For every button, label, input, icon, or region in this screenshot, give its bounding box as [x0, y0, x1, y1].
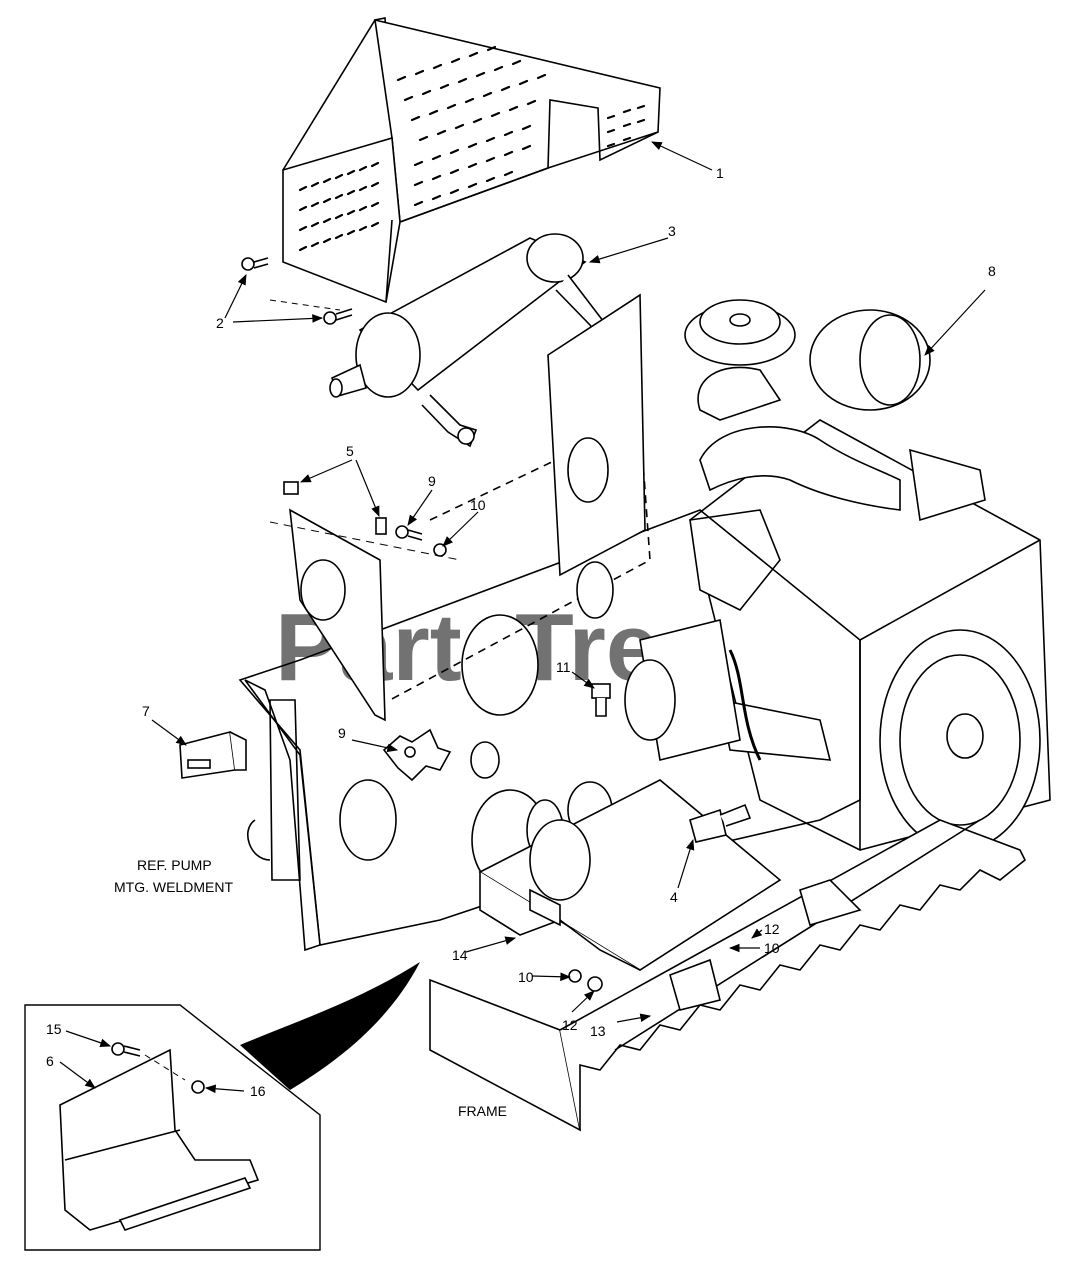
callout-10-upper: 10	[470, 497, 486, 513]
callout-7: 7	[142, 703, 150, 719]
callout-1: 1	[716, 165, 724, 181]
callout-numbers: 1 2 3 4 5 6 7 8 9 9 10 10 10 11 12 12 13…	[46, 165, 996, 1099]
callout-11: 11	[556, 659, 571, 675]
bolt-part-9[interactable]	[395, 525, 423, 541]
callout-16: 16	[250, 1083, 266, 1099]
frame-label: FRAME	[458, 1103, 507, 1119]
screw-part-2b[interactable]	[323, 308, 353, 325]
nut-part-10-lower[interactable]	[568, 969, 582, 983]
detail-inset	[24, 962, 420, 1251]
frame	[429, 819, 1027, 1132]
nut-part-10[interactable]	[433, 543, 447, 557]
callout-9-lower: 9	[338, 725, 346, 741]
callout-15: 15	[46, 1021, 62, 1037]
callout-10-right: 10	[764, 940, 780, 956]
pump-mounting-weldment	[238, 418, 861, 952]
screw-part-2a[interactable]	[241, 257, 269, 271]
gasket-plate[interactable]	[526, 293, 646, 861]
callout-3: 3	[668, 223, 676, 239]
fitting-part-4[interactable]	[689, 803, 752, 843]
detail-callout-wedge	[240, 962, 420, 1090]
nut-part-12-lower[interactable]	[587, 976, 603, 992]
text-labels: REF. PUMP MTG. WELDMENT FRAME	[114, 857, 507, 1119]
nut-part-16[interactable]	[191, 1080, 205, 1094]
callout-14: 14	[452, 947, 468, 963]
callout-4: 4	[670, 889, 678, 905]
screw-part-15[interactable]	[111, 1042, 141, 1057]
ref-pump-label-line2: MTG. WELDMENT	[114, 879, 233, 895]
callout-8: 8	[988, 263, 996, 279]
callout-5: 5	[346, 443, 354, 459]
stud-part-11[interactable]	[591, 683, 611, 717]
callout-12-lower: 12	[562, 1017, 578, 1033]
callout-10-lower: 10	[518, 969, 534, 985]
clip-part-5b[interactable]	[375, 517, 387, 535]
lock-washer-part-9[interactable]	[382, 728, 452, 782]
switch-part-7[interactable]	[179, 730, 247, 779]
engine-part-8[interactable]	[624, 299, 1051, 851]
callout-6: 6	[46, 1053, 54, 1069]
muffler-guard-part-1[interactable]	[282, 17, 661, 304]
callout-12-right: 12	[764, 921, 780, 937]
clip-part-5a[interactable]	[283, 481, 299, 495]
callout-9-upper: 9	[428, 473, 436, 489]
callout-2: 2	[216, 315, 224, 331]
ref-pump-label-line1: REF. PUMP	[137, 857, 212, 873]
callout-13: 13	[590, 1023, 606, 1039]
bracket-part-6[interactable]	[59, 1048, 260, 1231]
